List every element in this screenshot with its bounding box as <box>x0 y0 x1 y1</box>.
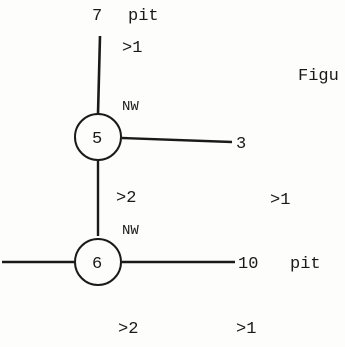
annotation-right-of-3: >1 <box>270 191 290 210</box>
endpoint-7-note: pit <box>128 7 159 26</box>
node-5-tag: NW <box>122 99 139 115</box>
node-6-tag: NW <box>122 223 139 239</box>
annotation-top-edge: >1 <box>122 39 142 58</box>
annotation-below-10: >1 <box>236 320 256 339</box>
endpoint-3-label: 3 <box>236 135 246 154</box>
endpoint-10-label: 10 <box>238 255 258 274</box>
node-6-circle <box>74 238 122 286</box>
edge-5-3 <box>121 136 233 144</box>
endpoint-7-label: 7 <box>92 7 102 26</box>
figure-caption: Figu <box>298 67 339 86</box>
endpoint-10-note: pit <box>290 255 321 274</box>
annotation-below-6: >2 <box>118 320 138 339</box>
annotation-below-5: >2 <box>116 189 136 208</box>
node-5-label: 5 <box>92 130 102 149</box>
edge-7-5 <box>96 35 102 115</box>
node-6-label: 6 <box>92 255 102 274</box>
node-5-circle <box>74 113 122 161</box>
